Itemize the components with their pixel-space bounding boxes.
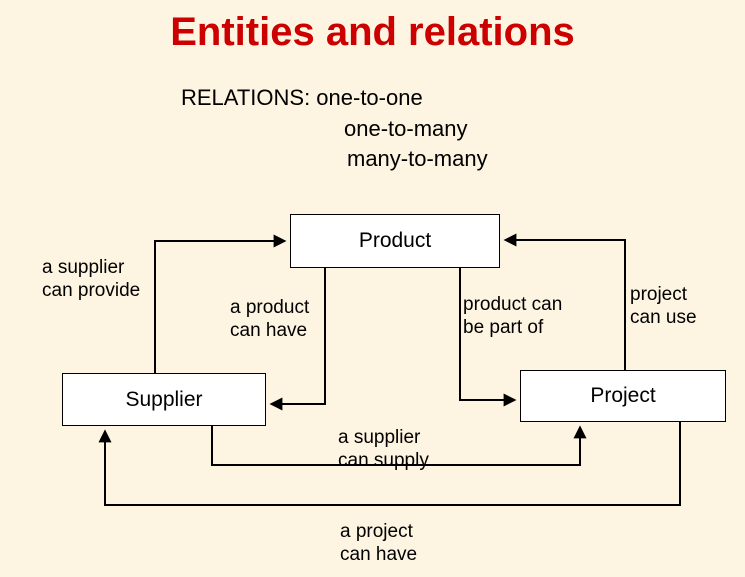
label-supplier-can-provide: a supplier can provide <box>42 257 141 301</box>
connector-product-partof-line <box>459 268 517 407</box>
label-product-can-have: a product can have <box>230 297 310 341</box>
connector-product-have-line <box>269 268 326 411</box>
connector-project-have-line <box>98 422 681 506</box>
label-project-can-have: a project can have <box>340 521 418 565</box>
connector-supplier-provide-line <box>154 234 287 373</box>
entity-project-label: Project <box>590 384 656 407</box>
relations-line-one-to-one: RELATIONS: one-to-one <box>181 85 423 110</box>
entity-product-label: Product <box>358 229 432 252</box>
connector-supplier-supply-line <box>211 425 587 466</box>
label-project-can-use: project can use <box>630 284 697 328</box>
label-product-can-be-part-of: product can be part of <box>463 294 563 338</box>
entity-supplier-label: Supplier <box>125 387 203 411</box>
entity-project: Project <box>520 370 726 422</box>
entity-product: Product <box>290 214 500 268</box>
relations-line-many-to-many: many-to-many <box>347 146 488 171</box>
entity-supplier: Supplier <box>62 373 266 426</box>
label-supplier-can-supply: a supplier can supply <box>338 427 429 471</box>
connector-project-use-line <box>503 233 626 370</box>
relations-line-one-to-many: one-to-many <box>344 116 468 141</box>
page-title: Entities and relations <box>170 10 575 54</box>
